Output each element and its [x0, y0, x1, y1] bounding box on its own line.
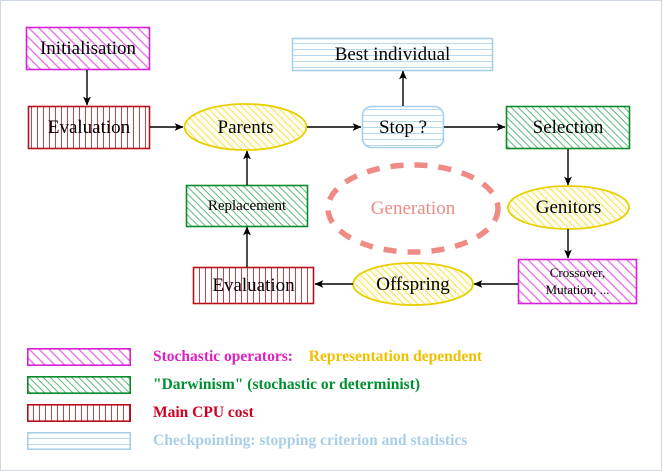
- legend-text-checkpointing: Checkpointing: stopping criterion and st…: [153, 432, 467, 450]
- node-initialisation[interactable]: Initialisation: [26, 27, 150, 70]
- node-label-offspring: Offspring: [376, 273, 450, 295]
- node-label-selection: Selection: [532, 117, 604, 138]
- node-shape-crossover: [517, 258, 638, 305]
- node-evaluation-top[interactable]: Evaluation: [28, 106, 150, 149]
- node-label-parents: Parents: [217, 116, 274, 138]
- node-best-individual[interactable]: Best individual: [292, 38, 493, 71]
- node-label-evaluation-bottom: Evaluation: [212, 275, 295, 296]
- legend-row-darwinism: "Darwinism" (stochastic or determinist): [27, 376, 420, 394]
- legend-swatch-cpu: [27, 404, 131, 422]
- node-shape-selection: [505, 105, 631, 150]
- legend-text-stochastic-secondary: Representation dependent: [308, 348, 483, 365]
- node-shape-generation: [325, 162, 501, 255]
- legend-swatch-stochastic: [27, 348, 131, 366]
- node-genitors[interactable]: Genitors: [508, 186, 629, 229]
- node-label-best-individual: Best individual: [334, 44, 451, 65]
- legend-text-darwinism: "Darwinism" (stochastic or determinist): [153, 376, 420, 394]
- node-label-crossover-mutation: Crossover, Mutation, ...: [545, 265, 610, 297]
- node-label-generation: Generation: [370, 198, 456, 219]
- node-offspring[interactable]: Offspring: [353, 263, 473, 305]
- node-shape-stop: [361, 105, 445, 149]
- legend-row-stochastic: Stochastic operators: Representation dep…: [27, 348, 482, 366]
- legend-text-cpu-primary: Main CPU cost: [153, 404, 254, 421]
- node-label-stop: Stop ?: [378, 116, 428, 138]
- node-shape-evaluation-bottom: [192, 266, 315, 305]
- node-shape-best-individual: [291, 37, 494, 72]
- legend-text-cpu: Main CPU cost: [153, 404, 254, 422]
- node-stop[interactable]: Stop ?: [362, 106, 444, 148]
- legend-row-cpu: Main CPU cost: [27, 404, 254, 422]
- node-crossover-mutation[interactable]: Crossover, Mutation, ...: [518, 259, 637, 304]
- legend-text-checkpointing-primary: Checkpointing: stopping criterion and st…: [153, 432, 468, 449]
- node-label-initialisation: Initialisation: [39, 38, 137, 59]
- legend-text-stochastic: Stochastic operators: Representation dep…: [153, 348, 482, 366]
- node-parents[interactable]: Parents: [184, 104, 307, 150]
- node-shape-parents: [183, 103, 308, 151]
- node-shape-evaluation-top: [27, 105, 151, 150]
- legend-text-stochastic-primary: Stochastic operators:: [153, 348, 293, 365]
- legend-swatch-darwinism: [27, 376, 131, 394]
- node-selection[interactable]: Selection: [506, 106, 630, 149]
- node-replacement[interactable]: Replacement: [186, 185, 308, 227]
- node-generation: Generation: [328, 165, 498, 252]
- legend-swatch-checkpointing: [27, 432, 131, 450]
- node-label-genitors: Genitors: [535, 197, 602, 218]
- legend-text-darwinism-primary: "Darwinism" (stochastic or determinist): [153, 376, 421, 393]
- node-label-evaluation-top: Evaluation: [47, 117, 131, 138]
- node-label-replacement: Replacement: [207, 197, 287, 214]
- node-shape-initialisation: [25, 26, 151, 71]
- legend-row-checkpointing: Checkpointing: stopping criterion and st…: [27, 432, 467, 450]
- node-evaluation-bottom[interactable]: Evaluation: [193, 267, 314, 304]
